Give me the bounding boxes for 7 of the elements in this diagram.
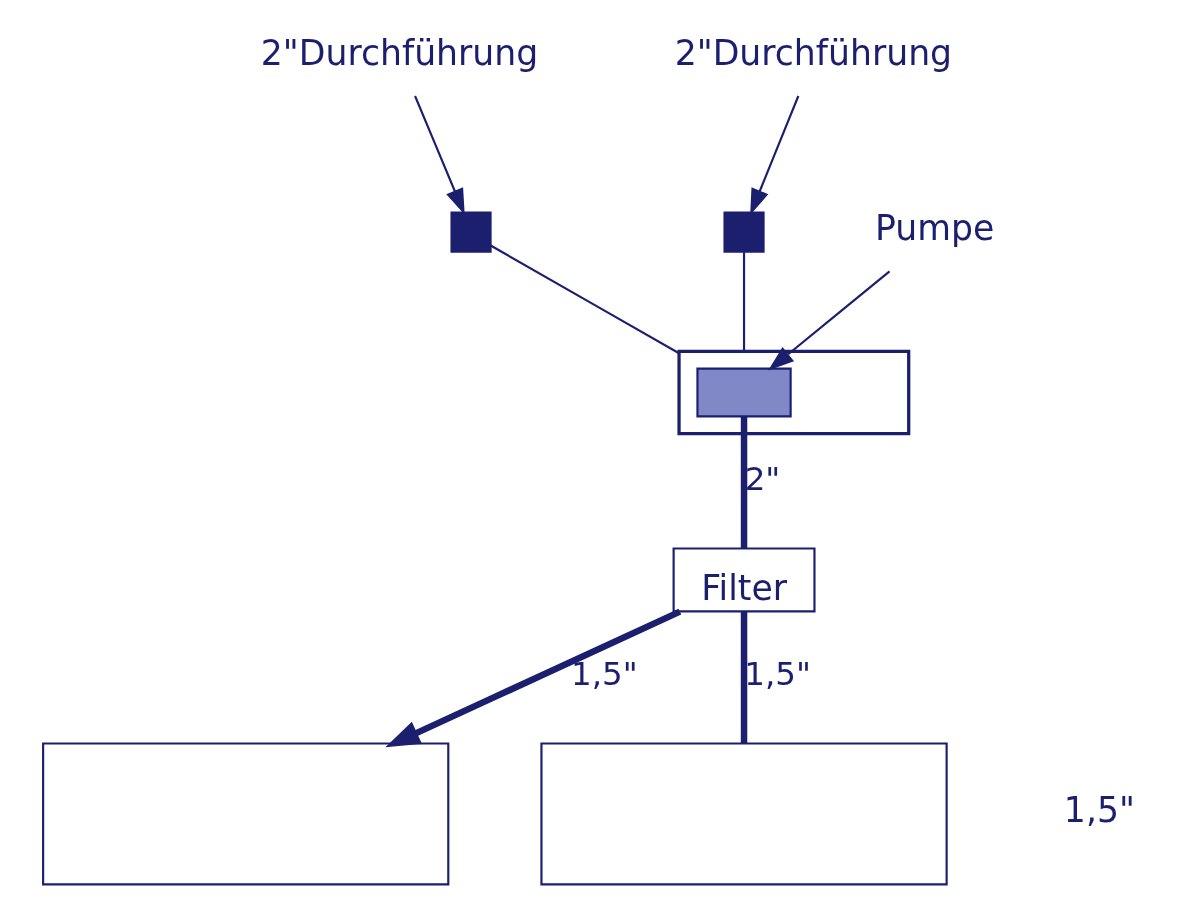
- node-text: 2"Durchführung: [674, 32, 953, 73]
- node-text: Pumpe: [875, 207, 995, 248]
- node-text: 2"Durchführung: [260, 32, 539, 73]
- edge-label: 2": [744, 459, 781, 498]
- label: 1,5": [1063, 789, 1135, 830]
- edge-label: 1,5": [570, 654, 638, 693]
- edge-label: 1,5": [744, 654, 811, 693]
